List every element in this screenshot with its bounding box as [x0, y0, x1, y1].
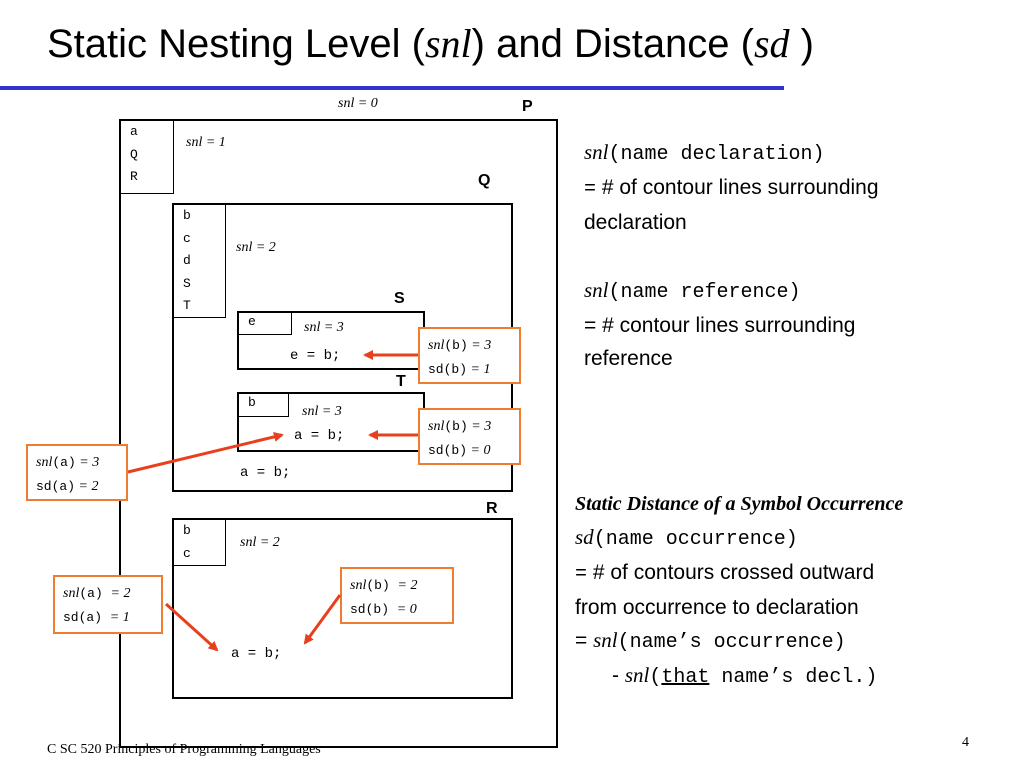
page-number: 4: [962, 735, 969, 750]
contour-P: [119, 119, 558, 748]
callout-S-b: snl(b) = 3 sd(b) = 1: [418, 327, 521, 384]
label-Q: Q: [478, 172, 491, 189]
stmt-T: a = b;: [294, 428, 345, 444]
def-static-distance: Static Distance of a Symbol Occurrence s…: [575, 493, 904, 689]
snl-level-R: snl = 2: [240, 535, 280, 550]
stmt-R: a = b;: [231, 646, 282, 662]
decl-R: R: [130, 169, 138, 184]
decl-e: e: [248, 314, 256, 329]
label-P: P: [522, 98, 533, 115]
snl-level-T: snl = 3: [302, 404, 342, 419]
callout-R-a: snl(a) = 2 sd(a) = 1: [53, 575, 163, 634]
title-rule: [0, 86, 784, 90]
stmt-Q: a = b;: [240, 465, 291, 481]
snl-level-Q: snl = 2: [236, 240, 276, 255]
decl-c-R: c: [183, 545, 191, 561]
callout-T-b: snl(b) = 3 sd(b) = 0: [418, 408, 521, 465]
decl-S: S: [183, 275, 191, 291]
title-snl: snl: [424, 21, 472, 66]
decl-b-T: b: [248, 395, 256, 410]
callout-R-b: snl(b) = 2 sd(b) = 0: [340, 567, 454, 624]
label-R: R: [486, 500, 498, 517]
arrow-R-b: [303, 594, 342, 645]
decl-list-Q: b c d S T: [174, 205, 226, 318]
decl-b: b: [183, 208, 191, 223]
decl-c: c: [183, 230, 191, 246]
snl-level-P: snl = 1: [186, 135, 226, 150]
decl-b-R: b: [183, 523, 191, 538]
decl-T: T: [183, 298, 191, 313]
footer-course: C SC 520 Principles of Programming Langu…: [47, 742, 321, 757]
callout-T-a: snl(a) = 3 sd(a) = 2: [26, 444, 128, 501]
def-snl-declaration: snl(name declaration) = # of contour lin…: [584, 140, 879, 234]
title-sd: sd: [753, 21, 790, 66]
def-snl-reference: snl(name reference) = # contour lines su…: [584, 278, 856, 370]
decl-list-P: a Q R: [121, 121, 174, 194]
label-T: T: [396, 373, 406, 390]
decl-a: a: [130, 124, 138, 139]
decl-list-S: e: [239, 313, 292, 335]
snl-level-S: snl = 3: [304, 320, 344, 335]
arrow-T-a: [127, 432, 284, 474]
snl-level-0: snl = 0: [338, 96, 378, 111]
decl-d: d: [183, 253, 191, 268]
decl-Q: Q: [130, 146, 138, 162]
page-title: Static Nesting Level (snl) and Distance …: [47, 21, 814, 66]
decl-list-R: b c: [174, 520, 226, 566]
stmt-S: e = b;: [290, 348, 341, 364]
arrow-R-a: [164, 602, 219, 652]
decl-list-T: b: [239, 394, 289, 417]
label-S: S: [394, 290, 405, 307]
